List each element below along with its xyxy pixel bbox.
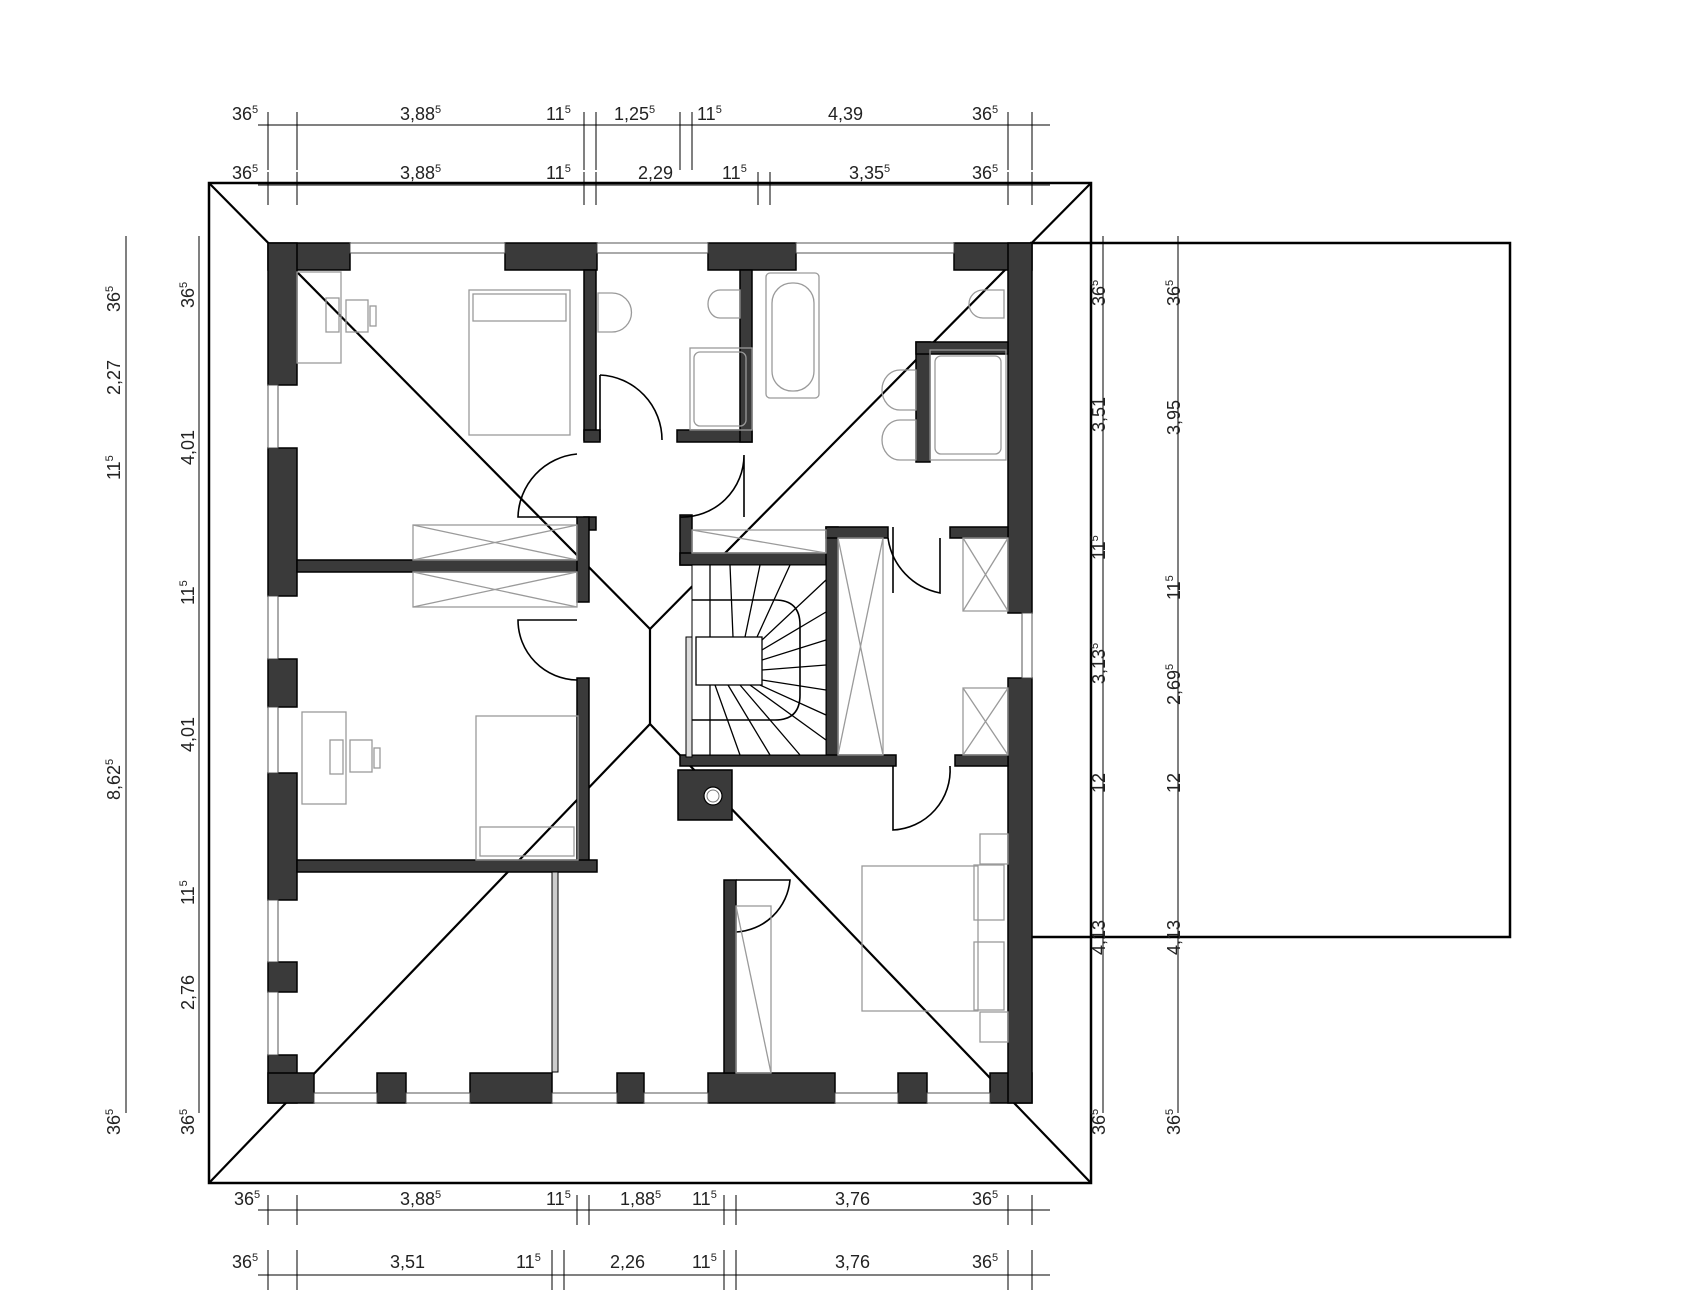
svg-text:3,135: 3,135 [1089,643,1109,684]
svg-text:4,13: 4,13 [1164,920,1184,955]
svg-text:365: 365 [232,1252,258,1272]
svg-text:365: 365 [178,282,198,308]
svg-text:2,76: 2,76 [178,975,198,1010]
svg-text:115: 115 [546,163,571,183]
dimension-labels-top-row-2: 365 3,885 115 2,29 115 3,355 365 [232,163,998,183]
furniture [296,271,1009,1074]
svg-text:115: 115 [178,580,198,605]
svg-text:365: 365 [104,1109,124,1135]
svg-text:3,51: 3,51 [1089,397,1109,432]
svg-text:3,885: 3,885 [400,104,441,124]
svg-text:2,26: 2,26 [610,1252,645,1272]
svg-text:3,355: 3,355 [849,163,890,183]
svg-text:365: 365 [972,163,998,183]
staircase [685,564,827,758]
svg-text:115: 115 [692,1189,717,1209]
dimension-lines [125,112,1179,1290]
svg-text:365: 365 [972,104,998,124]
svg-text:365: 365 [972,1189,998,1209]
svg-text:2,29: 2,29 [638,163,673,183]
svg-text:365: 365 [1164,1109,1184,1135]
dimension-labels-right-outer: 365 3,95 115 2,695 12 4,13 365 [1164,280,1184,1135]
svg-text:365: 365 [1089,280,1109,306]
svg-text:8,625: 8,625 [104,759,124,800]
svg-text:2,27: 2,27 [104,360,124,395]
svg-text:115: 115 [1089,535,1109,560]
svg-text:115: 115 [546,104,571,124]
svg-text:115: 115 [516,1252,541,1272]
svg-text:3,95: 3,95 [1164,400,1184,435]
dimension-labels-right-inner: 365 3,51 115 3,135 12 4,13 365 [1089,280,1109,1135]
svg-text:365: 365 [104,286,124,312]
svg-text:365: 365 [232,104,258,124]
svg-text:115: 115 [178,880,198,905]
svg-text:12: 12 [1089,773,1109,793]
dimension-labels-left-outer: 365 2,27 115 8,625 365 [104,286,124,1135]
svg-text:115: 115 [104,455,124,480]
svg-text:12: 12 [1164,773,1184,793]
interior-walls [296,269,1009,1074]
svg-text:3,885: 3,885 [400,1189,441,1209]
svg-text:3,76: 3,76 [835,1189,870,1209]
svg-text:3,885: 3,885 [400,163,441,183]
svg-text:115: 115 [1164,575,1184,600]
dimension-labels-bottom-row-1: 365 3,885 115 1,885 115 3,76 365 [234,1189,998,1209]
annex-outline [1030,241,1512,939]
svg-text:3,76: 3,76 [835,1252,870,1272]
svg-text:115: 115 [692,1252,717,1272]
svg-text:365: 365 [234,1189,260,1209]
svg-text:115: 115 [546,1189,571,1209]
svg-text:4,13: 4,13 [1089,920,1109,955]
svg-text:1,255: 1,255 [614,104,655,124]
svg-text:4,39: 4,39 [828,104,863,124]
doors [517,374,951,933]
dimension-labels-left-inner: 365 4,01 115 4,01 115 2,76 365 [178,282,198,1135]
svg-text:365: 365 [178,1109,198,1135]
svg-text:2,695: 2,695 [1164,664,1184,705]
svg-text:1,885: 1,885 [620,1189,661,1209]
svg-text:365: 365 [1164,280,1184,306]
exterior-walls [267,242,1033,1104]
dimension-labels-top-row-1: 365 3,885 115 1,255 115 4,39 365 [232,104,998,124]
svg-text:115: 115 [722,163,747,183]
svg-text:115: 115 [697,104,722,124]
svg-text:365: 365 [1089,1109,1109,1135]
dimension-labels-bottom-row-2: 365 3,51 115 2,26 115 3,76 365 [232,1252,998,1272]
svg-text:4,01: 4,01 [178,717,198,752]
svg-text:4,01: 4,01 [178,430,198,465]
svg-text:3,51: 3,51 [390,1252,425,1272]
svg-text:365: 365 [232,163,258,183]
svg-text:365: 365 [972,1252,998,1272]
